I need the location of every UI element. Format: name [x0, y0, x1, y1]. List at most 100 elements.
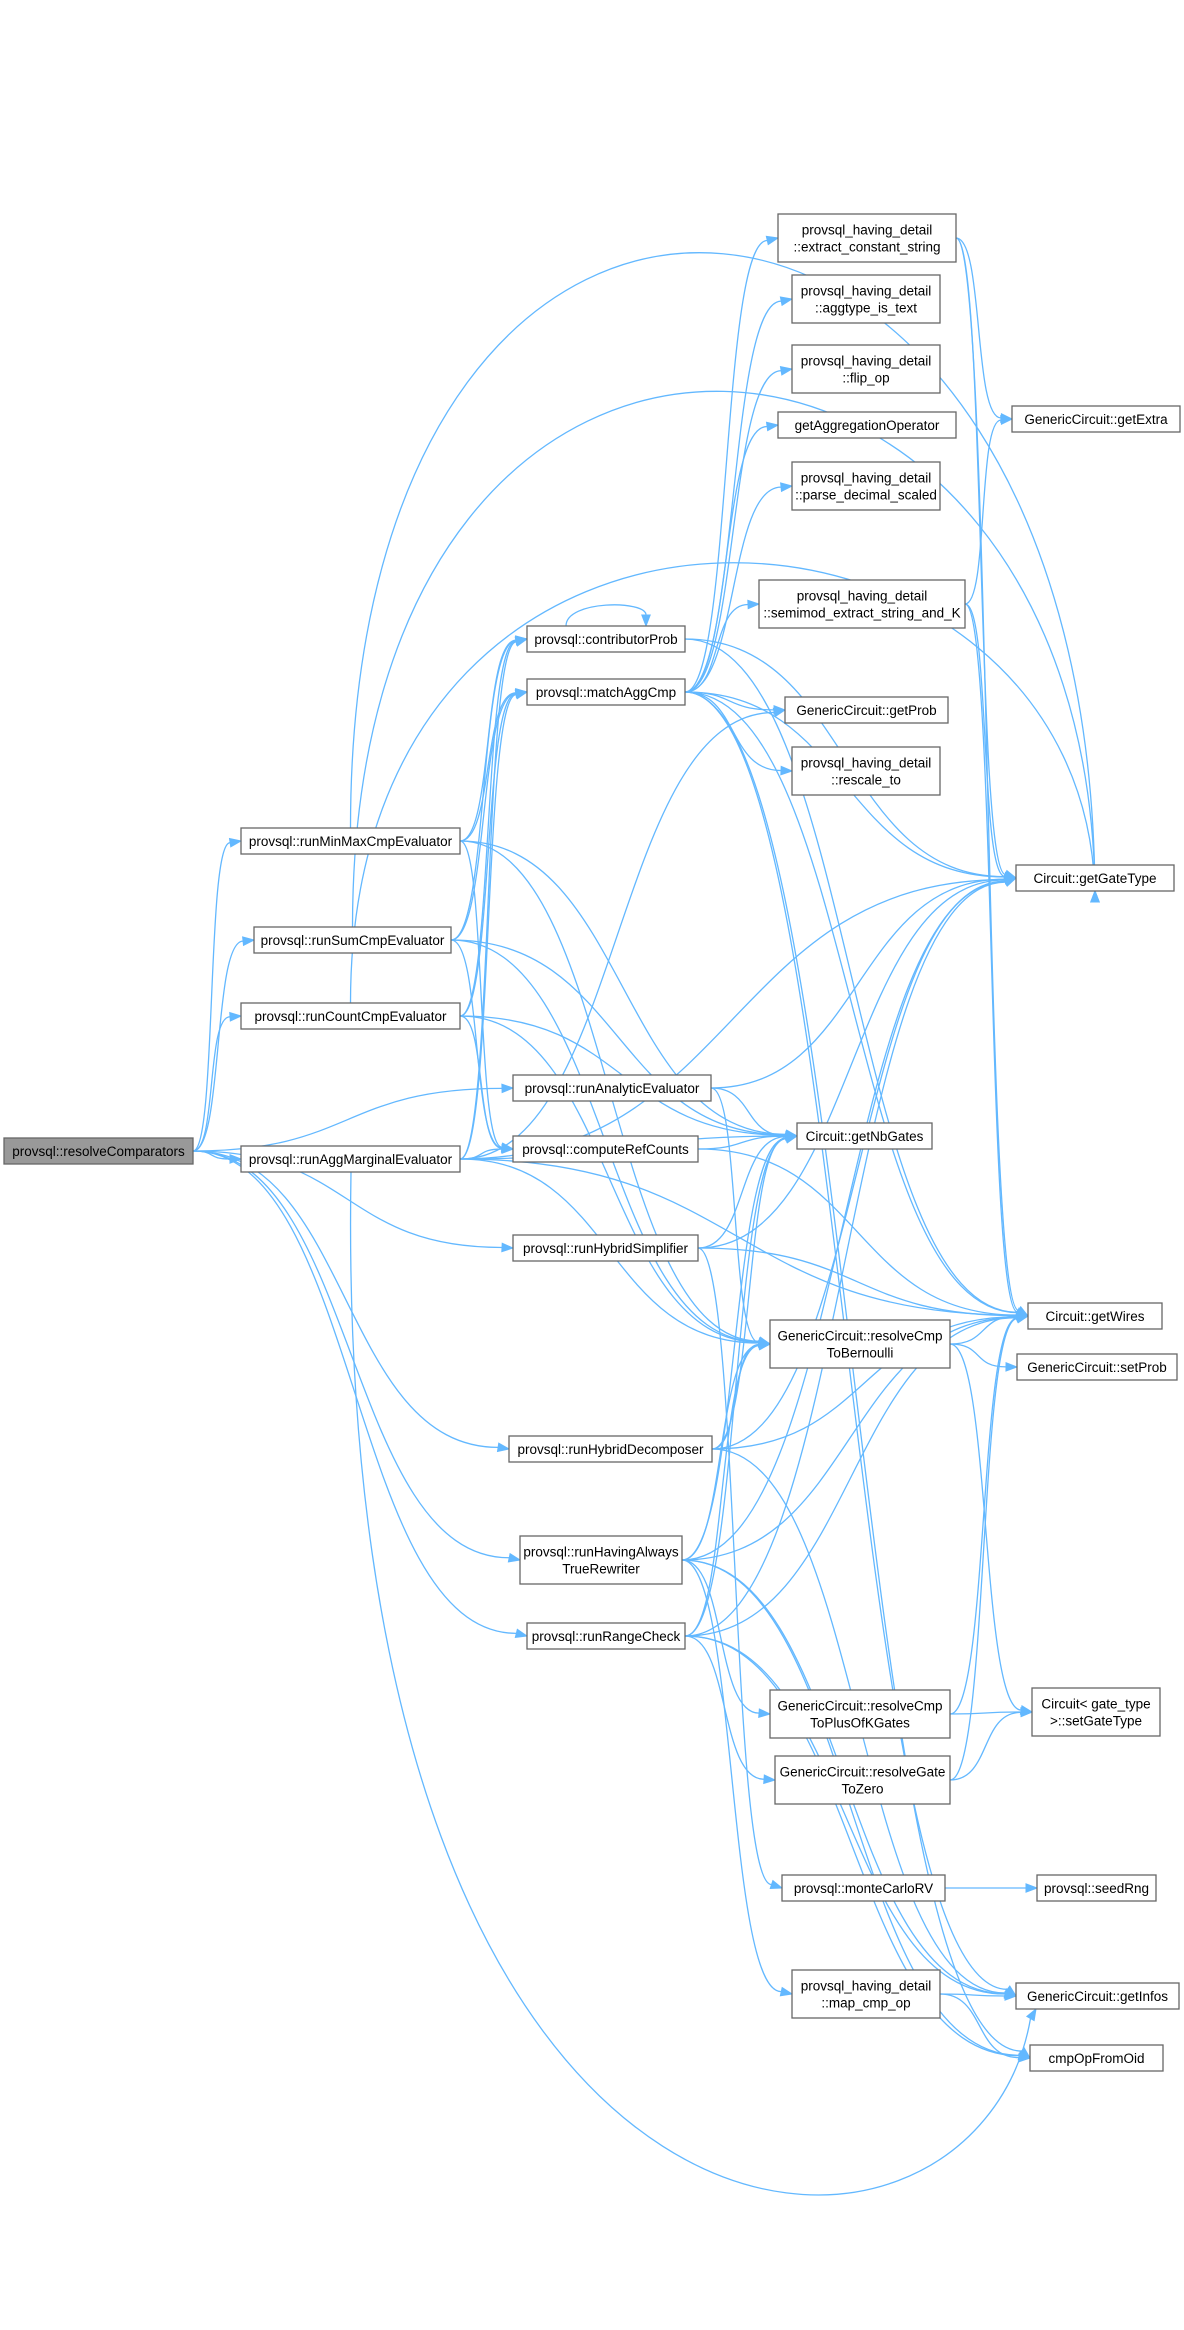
edge-runHybridSimplifier-to-getGateType — [697, 879, 1006, 1249]
node-box-runHavingAlways — [519, 1535, 683, 1585]
node-getInfos[interactable]: GenericCircuit::getInfos — [1015, 1982, 1180, 2010]
edge-runAnalytic-to-resolveCmpBernoulli — [710, 1087, 760, 1344]
node-box-seedRng — [1036, 1874, 1157, 1902]
edge-runSum-to-getGateType — [351, 390, 1096, 928]
node-contributorProb[interactable]: provsql::contributorProb — [526, 625, 686, 653]
edge-resolveCmpPlusOfK-to-getWires — [949, 1317, 1018, 1715]
node-getWires[interactable]: Circuit::getWires — [1027, 1302, 1163, 1330]
edge-runAggMarginal-to-computeRefCounts-arrowhead — [501, 1144, 515, 1154]
edge-computeRefCounts-to-getWires — [697, 1148, 1018, 1316]
node-label-resolveCmpPlusOfK-0: GenericCircuit::resolveCmp — [777, 1699, 942, 1714]
node-label-getGateType-0: Circuit::getGateType — [1033, 871, 1156, 886]
node-getGateType[interactable]: Circuit::getGateType — [1015, 864, 1175, 892]
node-getExtra[interactable]: GenericCircuit::getExtra — [1011, 405, 1181, 433]
node-label-runAnalytic-0: provsql::runAnalyticEvaluator — [525, 1081, 700, 1096]
node-box-parseDecimalScaled — [791, 461, 941, 511]
node-label-monteCarloRV-0: provsql::monteCarloRV — [794, 1881, 933, 1896]
edge-runHybridDecomposer-to-getGateType — [711, 880, 1006, 1450]
node-matchAggCmp[interactable]: provsql::matchAggCmp — [526, 678, 686, 706]
node-box-cmpOpFromOid — [1029, 2044, 1164, 2072]
node-label-runHybridSimplifier-0: provsql::runHybridSimplifier — [523, 1241, 689, 1256]
node-runMinMax[interactable]: provsql::runMinMaxCmpEvaluator — [240, 827, 461, 855]
edge-runRangeCheck-to-cmpOpFromOid — [684, 1635, 1020, 2057]
node-label-parseDecimalScaled-1: ::parse_decimal_scaled — [795, 488, 937, 503]
edge-resolveComparators-to-runHavingAlways — [192, 1150, 510, 1559]
node-box-getNbGates — [796, 1122, 933, 1150]
edge-matchAggCmp-to-semimodExtract — [684, 603, 749, 693]
edge-resolveCmpBernoulli-to-setProb-arrowhead — [1005, 1361, 1019, 1372]
node-label-aggtypeIsText-1: ::aggtype_is_text — [815, 301, 917, 316]
node-aggtypeIsText[interactable]: provsql_having_detail::aggtype_is_text — [791, 274, 941, 324]
edge-matchAggCmp-to-getWires — [684, 691, 1018, 1314]
node-runAnalytic[interactable]: provsql::runAnalyticEvaluator — [512, 1074, 712, 1102]
node-extractConstString[interactable]: provsql_having_detail::extract_constant_… — [777, 213, 957, 263]
node-box-runAggMarginal — [240, 1145, 461, 1173]
edge-semimodExtract-to-getGateType — [964, 603, 1006, 878]
edge-contributorProb-to-contributorProb-arrowhead — [641, 614, 651, 628]
edge-runAggMarginal-to-getGateType — [459, 878, 1006, 1160]
node-box-runHybridSimplifier — [512, 1234, 699, 1262]
edge-runAggMarginal-to-getInfos-arrowhead — [1025, 2007, 1037, 2022]
node-runHybridSimplifier[interactable]: provsql::runHybridSimplifier — [512, 1234, 699, 1262]
node-runRangeCheck[interactable]: provsql::runRangeCheck — [526, 1622, 686, 1650]
edge-runMinMax-to-getGateType — [349, 252, 1096, 903]
edge-runAggMarginal-to-contributorProb-arrowhead — [514, 637, 529, 647]
node-getNbGates[interactable]: Circuit::getNbGates — [796, 1122, 933, 1150]
edge-resolveGateZero-to-getWires — [949, 1317, 1018, 1781]
node-label-resolveGateZero-0: GenericCircuit::resolveGate — [780, 1765, 946, 1780]
node-label-setGateType-0: Circuit< gate_type — [1041, 1697, 1150, 1712]
node-label-getWires-0: Circuit::getWires — [1045, 1309, 1144, 1324]
edge-extractConstString-to-getWires — [955, 237, 1020, 1311]
edge-runSum-to-computeRefCounts — [450, 939, 503, 1149]
edge-runHybridSimplifier-to-getNbGates — [697, 1135, 787, 1249]
node-runAggMarginal[interactable]: provsql::runAggMarginalEvaluator — [240, 1145, 461, 1173]
node-label-runAggMarginal-0: provsql::runAggMarginalEvaluator — [249, 1152, 453, 1167]
edge-resolveComparators-to-runHavingAlways-arrowhead — [507, 1552, 522, 1563]
node-semimodExtract[interactable]: provsql_having_detail::semimod_extract_s… — [758, 579, 966, 629]
node-label-aggtypeIsText-0: provsql_having_detail — [801, 284, 932, 299]
node-rescaleTo[interactable]: provsql_having_detail::rescale_to — [791, 746, 941, 796]
edge-resolveComparators-to-runCount-arrowhead — [229, 1011, 243, 1022]
edge-runHybridSimplifier-to-monteCarloRV-arrowhead — [769, 1879, 784, 1890]
node-monteCarloRV[interactable]: provsql::monteCarloRV — [781, 1874, 946, 1902]
node-runSum[interactable]: provsql::runSumCmpEvaluator — [253, 926, 452, 954]
node-mapCmpOp[interactable]: provsql_having_detail::map_cmp_op — [791, 1969, 941, 2019]
node-label-flipOp-0: provsql_having_detail — [801, 354, 932, 369]
node-computeRefCounts[interactable]: provsql::computeRefCounts — [512, 1135, 699, 1163]
node-box-semimodExtract — [758, 579, 966, 629]
node-runHybridDecomposer[interactable]: provsql::runHybridDecomposer — [508, 1435, 713, 1463]
node-resolveComparators[interactable]: provsql::resolveComparators — [3, 1137, 194, 1165]
node-parseDecimalScaled[interactable]: provsql_having_detail::parse_decimal_sca… — [791, 461, 941, 511]
node-box-runSum — [253, 926, 452, 954]
node-setProb[interactable]: GenericCircuit::setProb — [1016, 1353, 1178, 1381]
edge-runHavingAlways-to-mapCmpOp-arrowhead — [779, 1986, 794, 1997]
edge-runMinMax-to-matchAggCmp — [459, 692, 517, 842]
node-label-getNbGates-0: Circuit::getNbGates — [806, 1129, 924, 1144]
node-setGateType[interactable]: Circuit< gate_type>::setGateType — [1031, 1687, 1161, 1737]
edge-matchAggCmp-to-flipOp — [684, 370, 782, 693]
node-seedRng[interactable]: provsql::seedRng — [1036, 1874, 1157, 1902]
node-label-computeRefCounts-0: provsql::computeRefCounts — [522, 1142, 689, 1157]
node-runCount[interactable]: provsql::runCountCmpEvaluator — [240, 1002, 461, 1030]
node-cmpOpFromOid[interactable]: cmpOpFromOid — [1029, 2044, 1164, 2072]
edge-resolveCmpPlusOfK-to-setGateType — [949, 1711, 1022, 1715]
edge-extractConstString-to-getExtra — [955, 237, 1002, 419]
node-getProb[interactable]: GenericCircuit::getProb — [784, 696, 949, 724]
edge-matchAggCmp-to-extractConstString-arrowhead — [765, 235, 780, 246]
edge-matchAggCmp-to-rescaleTo-arrowhead — [780, 765, 794, 776]
edge-resolveGateZero-to-setGateType — [949, 1711, 1022, 1781]
edge-runHavingAlways-to-resolveCmpPlusOfK — [681, 1559, 760, 1714]
node-flipOp[interactable]: provsql_having_detail::flip_op — [791, 344, 941, 394]
edge-resolveComparators-to-runRangeCheck — [192, 1150, 517, 1635]
node-getAggregationOperator[interactable]: getAggregationOperator — [777, 411, 957, 439]
node-label-resolveGateZero-1: ToZero — [841, 1782, 883, 1797]
node-box-runHybridDecomposer — [508, 1435, 713, 1463]
edge-runAggMarginal-to-matchAggCmp-arrowhead — [514, 689, 529, 700]
node-label-getInfos-0: GenericCircuit::getInfos — [1027, 1989, 1168, 2004]
node-box-getInfos — [1015, 1982, 1180, 2010]
node-label-runHavingAlways-0: provsql::runHavingAlways — [523, 1545, 679, 1560]
